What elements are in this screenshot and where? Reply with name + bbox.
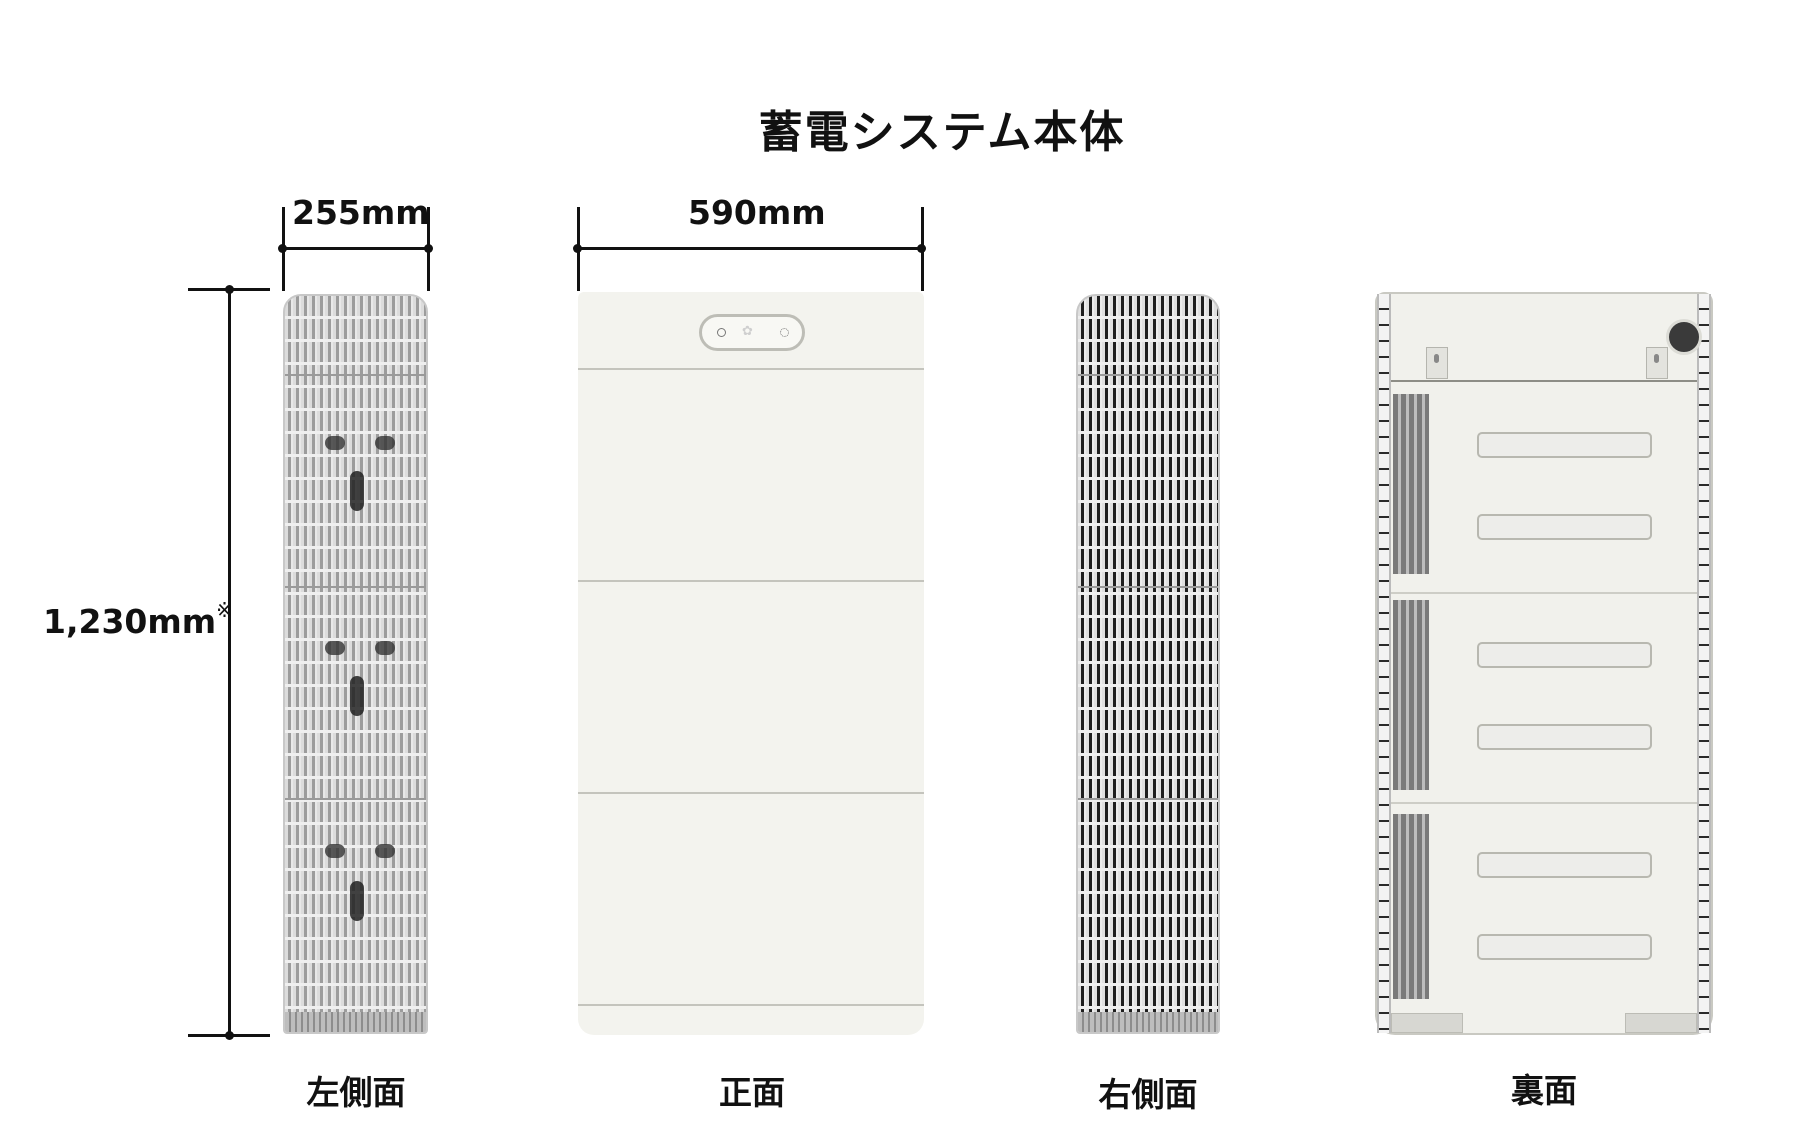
page-title: 蓄電システム本体 <box>758 107 1126 158</box>
side-width-dimension-line <box>283 247 429 250</box>
dimension-endpoint <box>573 244 582 253</box>
handle-slot <box>1477 934 1652 960</box>
height-label: 1,230mm※ <box>43 598 233 641</box>
back-vent <box>1393 814 1429 999</box>
front-view-unit: ✿ <box>578 292 924 1035</box>
left-side-view-unit <box>283 294 428 1034</box>
back-right-rail <box>1697 294 1711 1033</box>
handle-slot <box>1477 852 1652 878</box>
brand-logo-icon: ✿ <box>742 324 753 339</box>
front-indicator-panel: ✿ <box>699 314 805 351</box>
back-view-unit <box>1375 292 1713 1035</box>
back-foot <box>1391 1013 1463 1033</box>
power-knob-icon <box>1666 319 1702 355</box>
right-side-view-unit <box>1076 294 1220 1034</box>
back-foot <box>1625 1013 1697 1033</box>
height-dimension-line <box>228 289 231 1035</box>
handle-slot <box>1477 642 1652 668</box>
view-label-front: 正面 <box>719 1073 785 1112</box>
dimension-endpoint <box>225 1031 234 1040</box>
height-value: 1,230mm <box>43 602 217 641</box>
front-width-dimension-line <box>578 247 923 250</box>
status-led-icon <box>717 328 726 337</box>
handle-slot <box>1477 724 1652 750</box>
dimension-endpoint <box>424 244 433 253</box>
handle-slot <box>1477 432 1652 458</box>
mount-bracket-icon <box>1646 347 1668 379</box>
note-mark: ※ <box>216 598 233 622</box>
back-vent <box>1393 394 1429 574</box>
dimension-endpoint <box>278 244 287 253</box>
handle-slot <box>1477 514 1652 540</box>
status-led-icon <box>780 328 789 337</box>
view-label-right-side: 右側面 <box>1098 1075 1198 1114</box>
view-label-back: 裏面 <box>1511 1071 1577 1110</box>
mount-bracket-icon <box>1426 347 1448 379</box>
front-width-label: 590mm <box>688 193 826 232</box>
back-left-rail <box>1377 294 1391 1033</box>
view-label-left-side: 左側面 <box>306 1073 406 1112</box>
back-vent <box>1393 600 1429 790</box>
dimension-endpoint <box>917 244 926 253</box>
side-width-label: 255mm <box>292 193 430 232</box>
dimension-endpoint <box>225 285 234 294</box>
